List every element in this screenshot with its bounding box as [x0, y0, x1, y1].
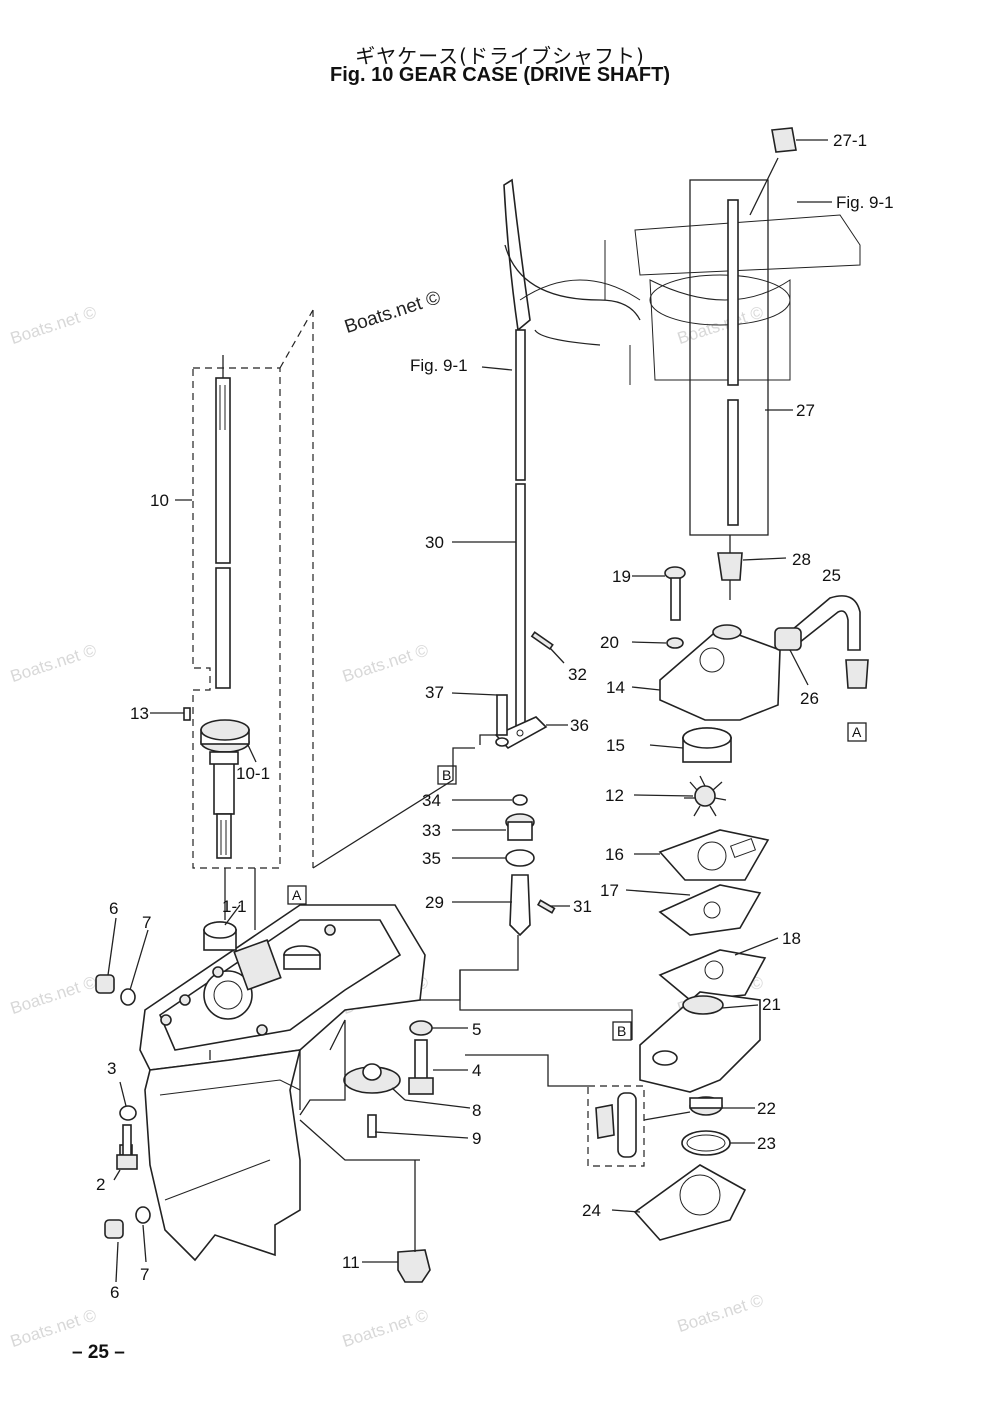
part-label: 14: [606, 678, 625, 697]
water-pump-group: [587, 566, 869, 1241]
fasteners: [95, 974, 434, 1283]
gear-case-housing: [139, 904, 426, 1262]
part-label: 12: [605, 786, 624, 805]
part-label: 32: [568, 665, 587, 684]
page-number: – 25 –: [72, 1342, 125, 1363]
ref-box-label: A: [852, 724, 862, 740]
part-label: 35: [422, 849, 441, 868]
part-label: 37: [425, 683, 444, 702]
part-label: 15: [606, 736, 625, 755]
part-label: 18: [782, 929, 801, 948]
part-label: 26: [800, 689, 819, 708]
upper-housing-and-tube: [519, 127, 861, 600]
part-label: 33: [422, 821, 441, 840]
part-label: 22: [757, 1099, 776, 1118]
part-label: 6: [110, 1283, 119, 1302]
title-english: Fig. 10 GEAR CASE (DRIVE SHAFT): [329, 64, 671, 86]
ref-box-label: A: [292, 887, 302, 903]
part-label: 24: [582, 1201, 601, 1220]
part-label: 5: [472, 1020, 481, 1039]
part-label: 29: [425, 893, 444, 912]
part-labels: 27-1 Fig. 9-1 27 Fig. 9-1 10 30 28 19 25…: [96, 131, 894, 1302]
ref-box-a: [287, 885, 307, 905]
part-label: 20: [600, 633, 619, 652]
part-label: 4: [472, 1061, 481, 1080]
ref-box-b: [437, 765, 457, 785]
part-label: 7: [142, 913, 151, 932]
part-label: 8: [472, 1101, 481, 1120]
leader-lines: [107, 139, 832, 1283]
part-label: 7: [140, 1265, 149, 1284]
part-label: 3: [107, 1059, 116, 1078]
part-label: Fig. 9-1: [836, 193, 894, 212]
ref-box-label: B: [617, 1023, 626, 1039]
part-label: 34: [422, 791, 441, 810]
part-label: 13: [130, 704, 149, 723]
title-japanese: ギヤケース(ドライブシャフト): [355, 44, 645, 68]
part-label: 23: [757, 1134, 776, 1153]
part-label: 25: [822, 566, 841, 585]
part-label: 6: [109, 899, 118, 918]
part-label: 17: [600, 881, 619, 900]
part-label: 10-1: [236, 764, 270, 783]
part-label: 11: [342, 1253, 360, 1272]
part-label: 16: [605, 845, 624, 864]
part-label: 2: [96, 1175, 105, 1194]
part-label: 10: [150, 491, 169, 510]
guide-lines: [209, 734, 633, 1161]
part-label: 1-1: [222, 897, 247, 916]
ref-box-a: [847, 722, 867, 742]
part-label: 27: [796, 401, 815, 420]
impeller: [684, 775, 727, 817]
part-label: 27-1: [833, 131, 867, 150]
part-label: 21: [762, 995, 781, 1014]
part-label: Fig. 9-1: [410, 356, 468, 375]
part-label: 36: [570, 716, 589, 735]
part-label: 19: [612, 567, 631, 586]
shift-rod-group: [494, 178, 641, 937]
part-label: 31: [573, 897, 592, 916]
part-label: 28: [792, 550, 811, 569]
drive-shaft-group: [183, 309, 314, 869]
part-label: 9: [472, 1129, 481, 1148]
ref-box-label: B: [442, 767, 451, 783]
ref-box-b: [612, 1021, 632, 1041]
part-label: 30: [425, 533, 444, 552]
